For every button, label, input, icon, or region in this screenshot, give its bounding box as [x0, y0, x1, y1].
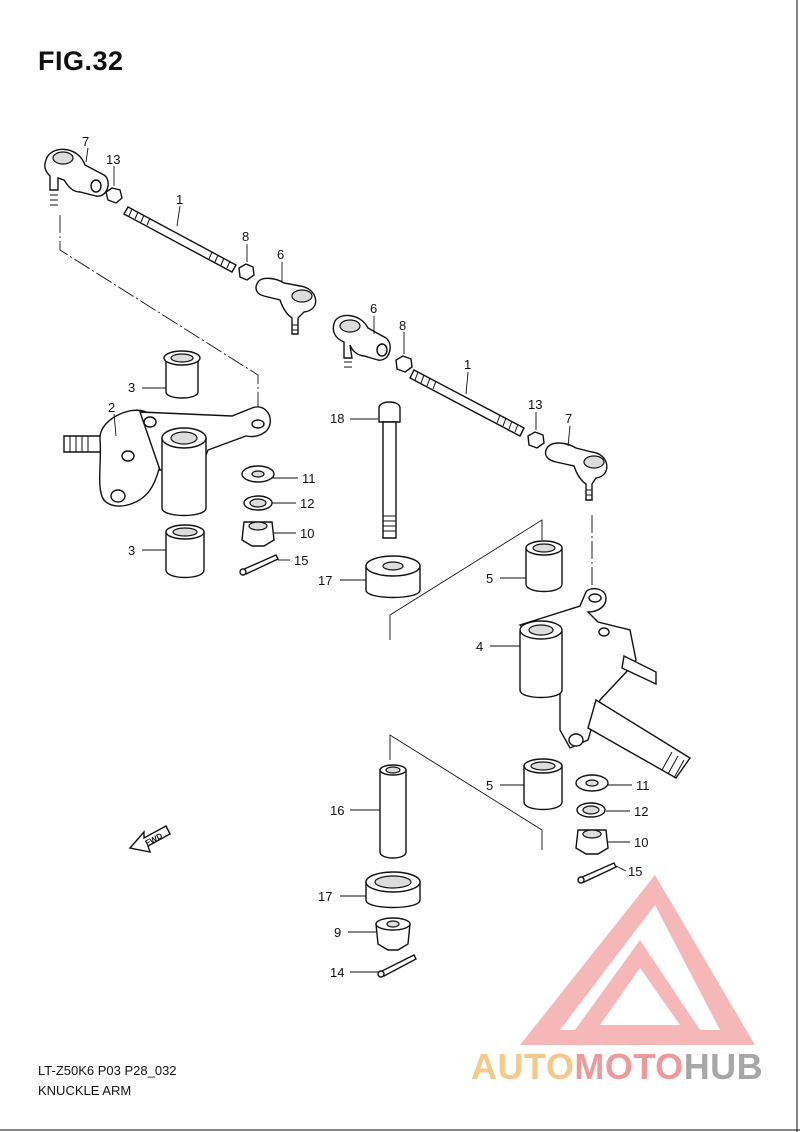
nut-8-right	[395, 355, 413, 373]
callout-12-left: 12	[300, 496, 314, 511]
callout-3-upper: 3	[128, 380, 135, 395]
callout-17-upper: 17	[318, 573, 332, 588]
tie-rod-1-right	[409, 369, 525, 437]
bushing-3-upper-left	[163, 350, 201, 399]
callout-13-left: 13	[106, 152, 120, 167]
washer-11-left	[241, 465, 275, 483]
washer-11-right	[575, 774, 609, 792]
center-lines	[59, 215, 593, 590]
cotter-pin-14	[377, 954, 417, 978]
callout-3-lower: 3	[128, 543, 135, 558]
callout-11-right: 11	[636, 778, 650, 793]
callout-15-left: 15	[294, 553, 308, 568]
callout-4: 4	[476, 639, 483, 654]
callout-16: 16	[330, 803, 344, 818]
callout-5-upper: 5	[486, 571, 493, 586]
callout-9: 9	[334, 925, 341, 940]
bushing-5-lower-right	[523, 758, 563, 811]
callout-10-left: 10	[300, 526, 314, 541]
nut-13-left	[105, 187, 123, 204]
watermark-auto: AUTO	[471, 1046, 575, 1087]
callout-7-right: 7	[565, 411, 572, 426]
castle-nut-10-left	[241, 521, 275, 547]
tie-rod-1-left	[123, 206, 237, 273]
figure-code: LT-Z50K6 P03 P28_032	[38, 1063, 177, 1078]
spacer-17-upper	[365, 555, 421, 599]
figure-name: KNUCKLE ARM	[38, 1083, 132, 1098]
knuckle-arm-2	[63, 406, 271, 517]
nut-8-left	[238, 263, 255, 281]
callout-11-left: 11	[302, 471, 316, 486]
watermark-hub: HUB	[683, 1046, 764, 1087]
castle-nut-9	[375, 917, 411, 951]
callout-13-right: 13	[528, 397, 542, 412]
callout-labels: 7 13 1 8 6 6 8 1 13 7 3 2 18 11 12 10 3 …	[82, 134, 650, 980]
figure-title: FIG.32	[38, 46, 124, 76]
callout-7-left: 7	[82, 134, 89, 149]
bushing-3-lower-left	[165, 524, 205, 579]
watermark-text: AUTOMOTOHUB	[471, 1046, 763, 1088]
bolt-18	[378, 401, 401, 539]
tie-rod-end-7-left	[44, 148, 109, 206]
cotter-pin-15-left	[239, 554, 279, 576]
bushing-5-upper-right	[525, 540, 563, 593]
callout-17-lower: 17	[318, 889, 332, 904]
watermark-moto: MOTO	[574, 1046, 684, 1087]
callout-5-lower: 5	[486, 778, 493, 793]
fwd-arrow: FWD	[128, 825, 171, 853]
callout-leaders	[85, 147, 632, 973]
callout-6-left: 6	[277, 247, 284, 262]
tie-rod-end-6-right	[332, 314, 391, 368]
watermark-logo	[520, 875, 755, 1045]
callout-18: 18	[330, 411, 344, 426]
callout-10-right: 10	[634, 835, 648, 850]
callout-8-right: 8	[399, 318, 406, 333]
callout-12-right: 12	[634, 804, 648, 819]
callout-6-right: 6	[370, 301, 377, 316]
cotter-pin-15-right	[577, 862, 617, 884]
washer-12-right	[576, 802, 606, 818]
nut-13-right	[527, 431, 545, 449]
callout-2: 2	[108, 400, 115, 415]
tie-rod-end-6-left	[255, 277, 317, 335]
spacer-17-lower	[365, 871, 421, 909]
knuckle-arm-4	[518, 587, 691, 779]
callout-8-left: 8	[242, 229, 249, 244]
callout-15-right: 15	[628, 864, 642, 879]
callout-1-left: 1	[176, 192, 183, 207]
tie-rod-end-7-right	[544, 442, 608, 501]
collar-16	[379, 764, 407, 859]
washer-12-left	[243, 495, 273, 511]
castle-nut-10-right	[575, 829, 609, 855]
leader-lines	[389, 519, 543, 850]
callout-1-right: 1	[464, 357, 471, 372]
callout-14: 14	[330, 965, 344, 980]
